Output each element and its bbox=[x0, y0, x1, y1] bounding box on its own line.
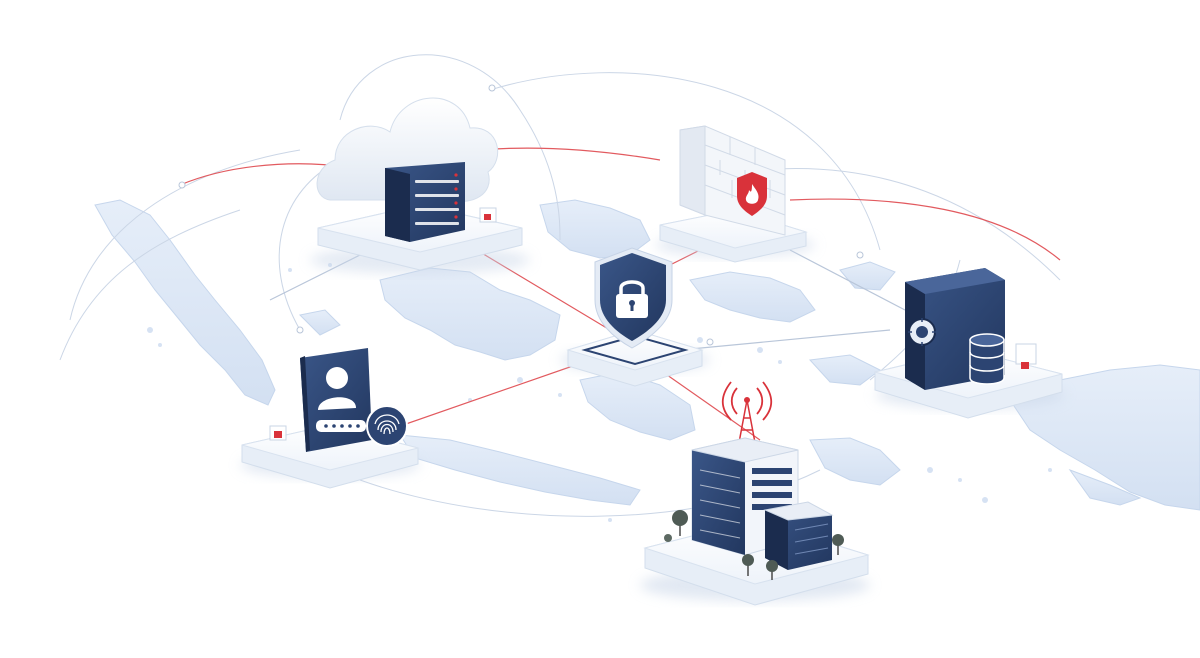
status-cube-icon bbox=[269, 425, 287, 441]
database-icon bbox=[969, 333, 1005, 385]
user-profile-card-icon bbox=[300, 348, 372, 452]
annex-building-icon bbox=[763, 501, 834, 570]
node-firewall[interactable] bbox=[655, 125, 815, 263]
node-cloud-server[interactable] bbox=[310, 97, 530, 274]
padlock-shield-icon bbox=[594, 247, 673, 349]
status-cube-icon bbox=[1015, 343, 1037, 369]
node-identity-authentication[interactable] bbox=[240, 348, 420, 489]
map-landmass bbox=[94, 199, 1200, 511]
tree-icons bbox=[664, 510, 844, 580]
fire-shield-icon bbox=[737, 172, 767, 216]
node-data-vault[interactable] bbox=[874, 268, 1065, 419]
connection-nodes bbox=[178, 84, 864, 346]
status-cube-icon bbox=[479, 207, 497, 223]
radio-antenna-icon bbox=[721, 381, 773, 449]
server-rack-icon bbox=[385, 162, 465, 242]
fingerprint-icon bbox=[366, 405, 408, 447]
node-security-shield[interactable] bbox=[560, 247, 710, 387]
node-data-center-building[interactable] bbox=[640, 381, 870, 606]
